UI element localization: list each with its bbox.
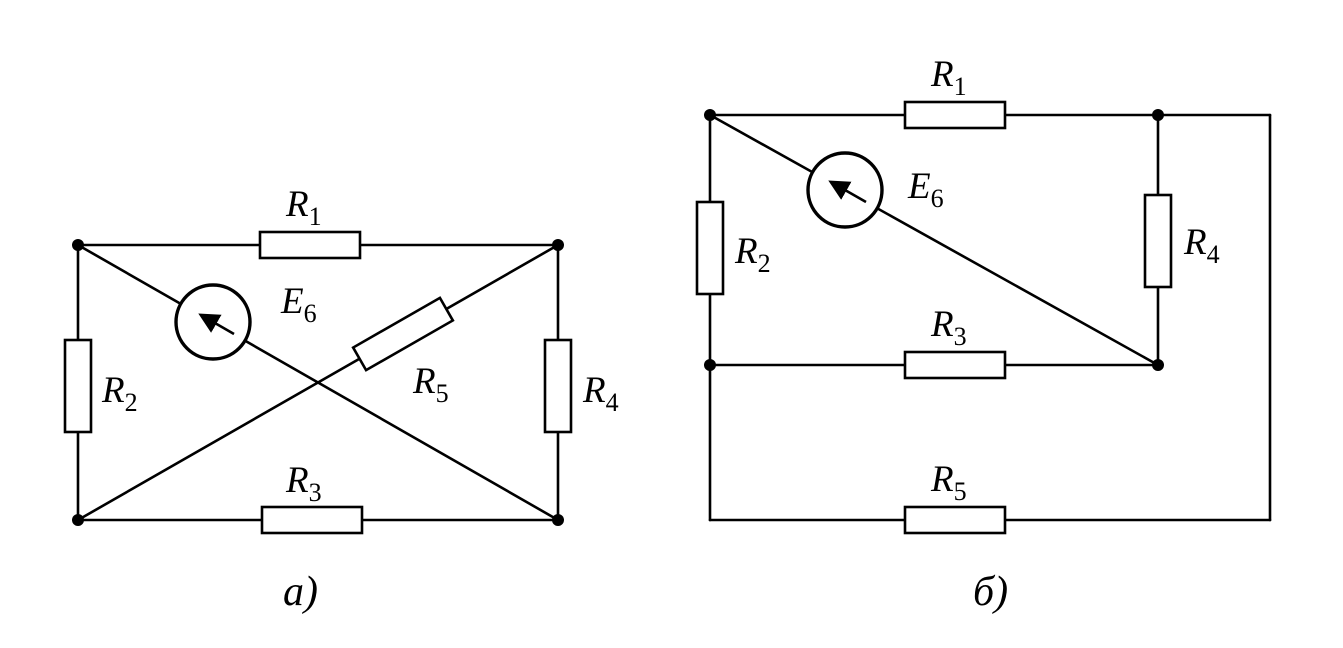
resistor-r5-body-a	[351, 296, 455, 372]
resistor-r3-body-b	[903, 350, 1007, 380]
label-r1-b: R1	[930, 54, 967, 101]
label-r4-b: R4	[1183, 222, 1220, 269]
label-r3-a: R3	[285, 460, 322, 507]
resistor-r2-body-b	[695, 200, 725, 296]
label-r5-a: R5	[412, 361, 449, 408]
wire-diagonal-b	[708, 113, 1160, 367]
resistor-r1-body-a	[258, 230, 362, 260]
node-dot	[704, 109, 716, 121]
resistor-r5-body-b	[903, 505, 1007, 535]
resistor-r1-body-b	[903, 100, 1007, 130]
node-dot	[1152, 109, 1164, 121]
caption-circuit-a: а)	[283, 569, 318, 615]
node-dot	[1152, 359, 1164, 371]
emf-arrow-icon	[198, 313, 235, 336]
label-r2-a: R2	[101, 370, 138, 417]
node-dot	[704, 359, 716, 371]
label-r5-b: R5	[930, 459, 967, 506]
resistor-r4-body-b	[1143, 193, 1173, 289]
circuit-b: R1 R2 R3 R4 R5 E6 б)	[695, 54, 1272, 615]
caption-circuit-b: б)	[973, 569, 1008, 615]
circuit-a: R1 R2 R3 R4 R5 E6 а)	[63, 184, 619, 615]
wire-diagonal-bl-tr-a	[76, 243, 560, 522]
resistor-r4-body-a	[543, 338, 573, 434]
label-r3-b: R3	[930, 304, 967, 351]
node-dot	[72, 239, 84, 251]
emf-arrow-icon	[828, 180, 867, 204]
label-e6-b: E6	[907, 166, 944, 213]
label-r4-a: R4	[582, 370, 619, 417]
label-e6-a: E6	[280, 281, 317, 328]
node-dot	[552, 239, 564, 251]
resistor-r3-body-a	[260, 505, 364, 535]
label-r1-a: R1	[285, 184, 322, 231]
node-dot	[72, 514, 84, 526]
resistor-r2-body-a	[63, 338, 93, 434]
label-r2-b: R2	[734, 231, 771, 278]
node-dot	[552, 514, 564, 526]
